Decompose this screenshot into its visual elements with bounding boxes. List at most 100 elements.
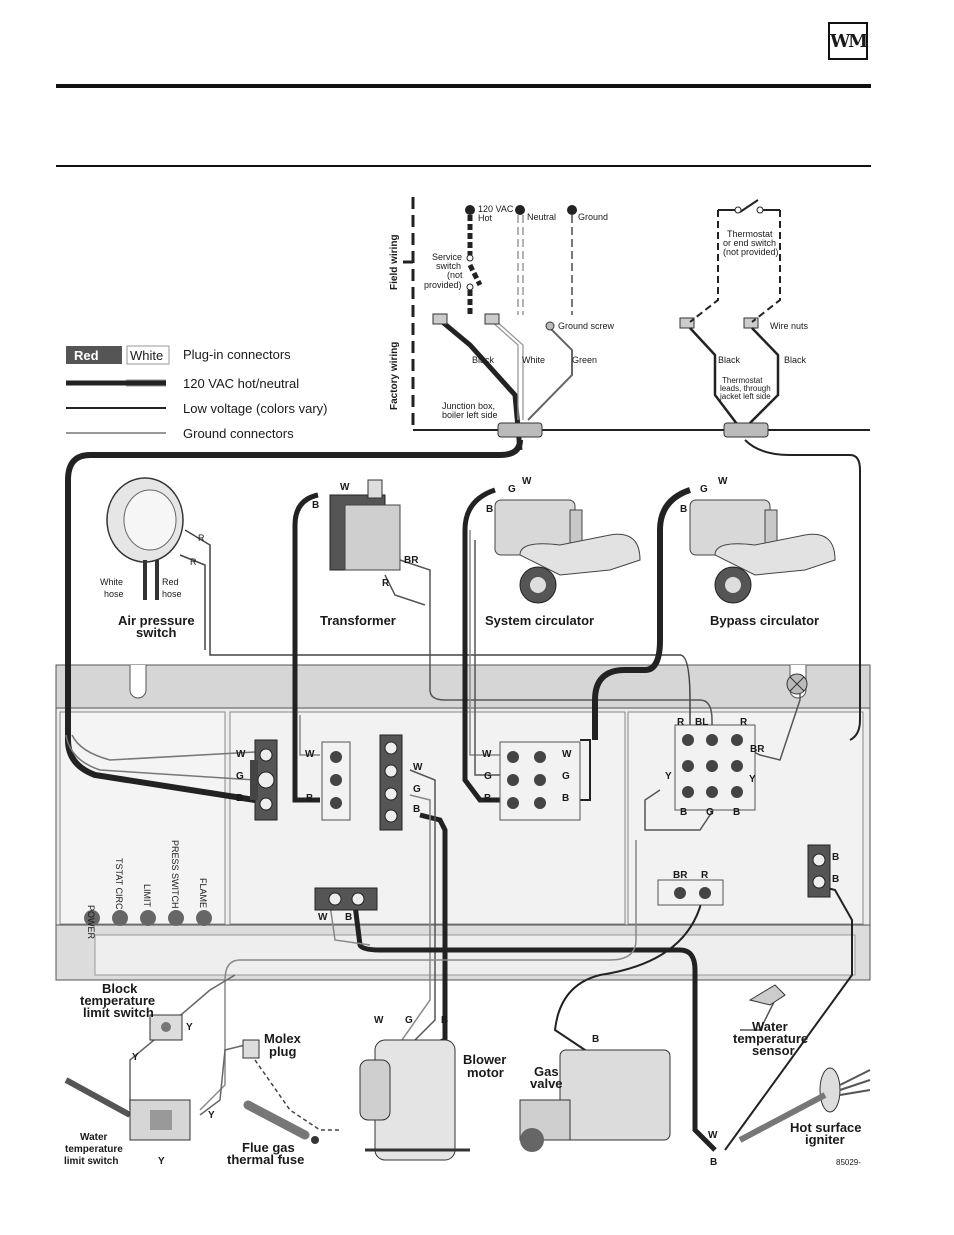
led-flame	[196, 910, 212, 926]
byp-wire-w: W	[718, 476, 728, 487]
system-circulator: W G B System circulator	[485, 476, 641, 628]
power-connector: W G B	[236, 739, 278, 821]
bc-b: B	[413, 804, 420, 815]
cc-b1: B	[484, 793, 491, 804]
legend-hot-neutral: 120 VAC hot/neutral	[183, 376, 299, 391]
legend-plug-in: Plug-in connectors	[183, 347, 291, 362]
transformer-label: Transformer	[320, 613, 396, 628]
sys-wire-w: W	[522, 476, 532, 487]
gas-valve: B Gas valve	[519, 1034, 671, 1152]
control-connector: R BL R BR Y Y B G B	[665, 717, 765, 818]
block-label-3: limit switch	[83, 1005, 154, 1020]
ctl-y2: Y	[749, 774, 756, 785]
igniter-label-1: Hot surface	[790, 1120, 862, 1135]
block-temp-limit-switch: Block temperature limit switch Y Y	[80, 981, 193, 1063]
ctl-br: BR	[750, 744, 765, 755]
tstat-1: Thermostat	[727, 229, 773, 239]
red-hose-1: Red	[162, 577, 179, 587]
ig-b2: B	[832, 874, 839, 885]
xfmr-wire-b: B	[312, 500, 319, 511]
tc-b: B	[306, 793, 313, 804]
tc-w: W	[305, 749, 315, 760]
black-r-label: Black	[784, 355, 807, 365]
legend-red: Red	[74, 348, 99, 363]
white-hose-2: hose	[104, 589, 124, 599]
flue-label-2: thermal fuse	[227, 1152, 304, 1167]
led-power	[84, 910, 100, 926]
water-limit-1: Water	[80, 1132, 108, 1143]
gas-label-2: valve	[530, 1076, 563, 1091]
blower-label-2: motor	[467, 1065, 504, 1080]
led-label-power: POWER	[86, 905, 96, 940]
byp-wire-b: B	[680, 504, 687, 515]
ctl-b2: B	[733, 807, 740, 818]
molex-panel-connector: W B	[314, 887, 378, 923]
status-leds: POWER TSTAT CIRC LIMIT PRESS SWITCH FLAM…	[84, 840, 212, 940]
red-hose-2: hose	[162, 589, 182, 599]
ctl-r1: R	[677, 717, 685, 728]
air-pressure-switch: R R White hose Red hose Air pressure swi…	[100, 477, 205, 640]
ground-screw-label: Ground screw	[558, 321, 615, 331]
green-label: Green	[572, 355, 597, 365]
figure-id: 85029-	[836, 1158, 861, 1167]
legend-ground: Ground connectors	[183, 426, 294, 441]
water-temp-limit-switch: Y Y Water temperature limit switch	[64, 1077, 215, 1167]
service-switch-3: (not	[447, 270, 463, 280]
factory-wiring-label: Factory wiring	[389, 342, 400, 410]
hot-label-2: Hot	[478, 213, 493, 223]
flue-gas-thermal-fuse: Flue gas thermal fuse	[227, 1100, 319, 1167]
led-label-flame: FLAME	[198, 878, 208, 908]
black-label: Black	[472, 355, 495, 365]
bc-g: G	[413, 784, 421, 795]
service-switch-1: Service	[432, 252, 462, 262]
igniter-label-2: igniter	[805, 1132, 845, 1147]
bm-g: G	[405, 1015, 413, 1026]
led-label-press: PRESS SWITCH	[170, 840, 180, 909]
legend-white: White	[130, 348, 163, 363]
ctl-r2: R	[740, 717, 748, 728]
white-label: White	[522, 355, 545, 365]
block-wire-y2: Y	[132, 1052, 139, 1063]
molex-label-2: plug	[269, 1044, 296, 1059]
wl-wire-y1: Y	[208, 1110, 215, 1121]
blower-label-1: Blower	[463, 1052, 506, 1067]
wl-wire-y2: Y	[158, 1156, 165, 1167]
pwr-b: B	[236, 793, 243, 804]
hot-label-1: 120 VAC	[478, 204, 514, 214]
mp-b: B	[345, 912, 352, 923]
bypass-circulator-label: Bypass circulator	[710, 613, 819, 628]
cc-g2: G	[562, 771, 570, 782]
bm-w: W	[374, 1015, 384, 1026]
cc-w2: W	[562, 749, 572, 760]
sys-wire-b: B	[486, 504, 493, 515]
xfmr-wire-w: W	[340, 482, 350, 493]
block-label-2: temperature	[80, 993, 155, 1008]
water-limit-3: limit switch	[64, 1156, 118, 1167]
aux-r: R	[701, 870, 709, 881]
service-switch-2: switch	[436, 261, 461, 271]
air-pressure-label-1: Air pressure	[118, 613, 195, 628]
cc-w1: W	[482, 749, 492, 760]
cc-b2: B	[562, 793, 569, 804]
sensor-label-1: Water	[752, 1019, 788, 1034]
leads-3: jacket left side	[719, 392, 771, 401]
block-wire-y1: Y	[186, 1022, 193, 1033]
service-switch-4: provided)	[424, 280, 462, 290]
wire-nuts-label: Wire nuts	[770, 321, 809, 331]
xfmr-wire-r: R	[382, 578, 390, 589]
ground-label: Ground	[578, 212, 608, 222]
led-tstat-circ	[112, 910, 128, 926]
flue-label-1: Flue gas	[242, 1140, 295, 1155]
led-label-tstat: TSTAT CIRC	[114, 858, 124, 910]
junction-2: boiler left side	[442, 410, 498, 420]
tstat-2: or end switch	[723, 238, 776, 248]
junction-1: Junction box,	[442, 401, 495, 411]
molex-plug: Molex plug	[242, 1031, 302, 1059]
sensor-label-2: temperature	[733, 1031, 808, 1046]
hsi-b: B	[710, 1157, 717, 1168]
circulator-connector: W G B W G B	[482, 741, 581, 821]
led-press-switch	[168, 910, 184, 926]
ctl-b1: B	[680, 807, 687, 818]
mp-w: W	[318, 912, 328, 923]
